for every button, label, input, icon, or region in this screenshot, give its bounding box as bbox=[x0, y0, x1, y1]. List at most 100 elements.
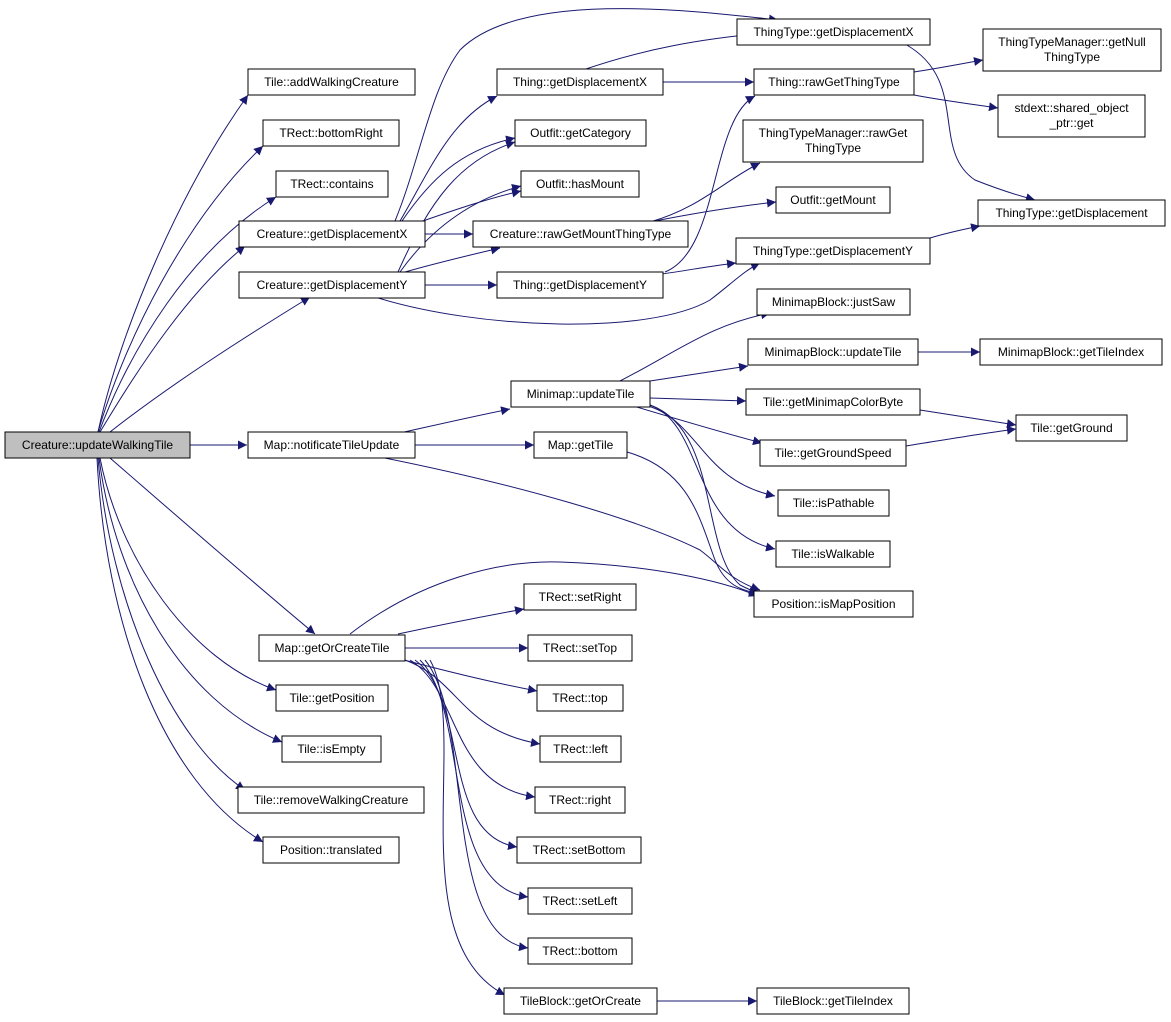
node-outfit-getmount[interactable]: Outfit::getMount bbox=[775, 186, 891, 214]
edge-mmUpdate-pathable bbox=[644, 404, 776, 499]
node-label: Tile::removeWalkingCreature bbox=[254, 793, 409, 807]
node-label: Tile::getMinimapColorByte bbox=[763, 395, 904, 409]
node-label: TRect::setLeft bbox=[543, 894, 618, 908]
node-label: Thing::getDisplacementX bbox=[513, 75, 647, 89]
node-label: Minimap::updateTile bbox=[527, 387, 635, 401]
node-label: TRect::setBottom bbox=[533, 843, 626, 857]
node-label: Tile::isEmpty bbox=[297, 742, 365, 756]
edge-mapGetTile-isMapPos bbox=[626, 451, 761, 597]
node-tile-getposition[interactable]: Tile::getPosition bbox=[275, 684, 389, 712]
node-position-ismapposition[interactable]: Position::isMapPosition bbox=[753, 590, 914, 618]
edge-root-getPosition bbox=[99, 457, 277, 692]
node-outfit-hasmount[interactable]: Outfit::hasMount bbox=[520, 170, 640, 198]
node-thingtype-getdisplacementy[interactable]: ThingType::getDisplacementY bbox=[735, 237, 931, 265]
edge-thingDY-ttDY bbox=[661, 259, 737, 275]
node-trect-top[interactable]: TRect::top bbox=[536, 684, 624, 712]
node-tile-iswalkable[interactable]: Tile::isWalkable bbox=[775, 540, 891, 568]
node-label: Tile::isWalkable bbox=[791, 547, 874, 561]
node-label: MinimapBlock::getTileIndex bbox=[998, 345, 1144, 359]
edge-root-dispX bbox=[99, 245, 246, 433]
node-thing-getdisplacementy[interactable]: Thing::getDisplacementY bbox=[496, 271, 664, 299]
edge-root-addWalkingCreature bbox=[97, 94, 249, 433]
node-creature-getdisplacementx[interactable]: Creature::getDisplacementX bbox=[238, 220, 426, 248]
node-minimapblock-updatetile[interactable]: MinimapBlock::updateTile bbox=[747, 338, 919, 366]
edge-dispY-hasMount bbox=[399, 184, 522, 273]
node-trect-setbottom[interactable]: TRect::setBottom bbox=[516, 836, 642, 864]
node-label: Outfit::getCategory bbox=[530, 126, 631, 140]
node-label: TRect::setTop bbox=[543, 641, 617, 655]
node-position-translated[interactable]: Position::translated bbox=[262, 836, 400, 864]
node-thingtype-getdisplacementx[interactable]: ThingType::getDisplacementX bbox=[736, 18, 931, 46]
node-thing-getdisplacementx[interactable]: Thing::getDisplacementX bbox=[496, 68, 664, 96]
node-map-getorcreatetile[interactable]: Map::getOrCreateTile bbox=[258, 634, 406, 662]
node-label: Outfit::getMount bbox=[790, 193, 876, 207]
node-map-notificatetileupdate[interactable]: Map::notificateTileUpdate bbox=[247, 431, 416, 459]
node-label: Tile::getGroundSpeed bbox=[775, 446, 892, 460]
node-label: Outfit::hasMount bbox=[536, 177, 625, 191]
node-label: TRect::bottom bbox=[542, 944, 617, 958]
node-thingtypemanager-rawgetthingtype[interactable]: ThingTypeManager::rawGet ThingType bbox=[742, 119, 924, 163]
node-label: Tile::addWalkingCreature bbox=[264, 75, 399, 89]
edge-dispY-ttDY bbox=[374, 262, 761, 325]
node-trect-setright[interactable]: TRect::setRight bbox=[523, 583, 637, 611]
node-outfit-getcategory[interactable]: Outfit::getCategory bbox=[514, 119, 647, 147]
node-trect-bottom[interactable]: TRect::bottom bbox=[527, 937, 633, 965]
node-minimap-updatetile[interactable]: Minimap::updateTile bbox=[510, 380, 651, 408]
edge-getOrCreate-setRight bbox=[397, 606, 525, 635]
node-label: ThingType bbox=[1044, 50, 1100, 64]
node-trect-setleft[interactable]: TRect::setLeft bbox=[527, 887, 633, 915]
node-trect-bottomright[interactable]: TRect::bottomRight bbox=[262, 119, 400, 147]
nodes: Creature::updateWalkingTile Tile::addWal… bbox=[4, 18, 1166, 1015]
edge-root-translated bbox=[96, 457, 264, 843]
node-tile-ispathable[interactable]: Tile::isPathable bbox=[777, 489, 890, 517]
node-label: Creature::rawGetMountThingType bbox=[490, 227, 672, 241]
edge-root-bottomRight bbox=[97, 145, 264, 433]
node-label: MinimapBlock::justSaw bbox=[772, 295, 896, 309]
node-tile-removewalkingcreature[interactable]: Tile::removeWalkingCreature bbox=[237, 786, 425, 814]
node-label: ThingTypeManager::getNull bbox=[998, 35, 1145, 49]
node-trect-left[interactable]: TRect::left bbox=[539, 735, 622, 763]
node-trect-right[interactable]: TRect::right bbox=[534, 786, 626, 814]
node-thingtypemanager-getnullthingtype[interactable]: ThingTypeManager::getNull ThingType bbox=[982, 28, 1162, 72]
node-label: Thing::getDisplacementY bbox=[513, 278, 647, 292]
node-tileblock-getorcreate[interactable]: TileBlock::getOrCreate bbox=[503, 987, 658, 1015]
edge-rawGetTT-sharedPtr bbox=[913, 94, 999, 112]
node-trect-contains[interactable]: TRect::contains bbox=[275, 170, 389, 198]
edge-mmUpdate-mbUpdate bbox=[649, 362, 749, 382]
node-stdext-shared-object-ptr-get[interactable]: stdext::shared_object _ptr::get bbox=[997, 94, 1146, 138]
node-label: TRect::setRight bbox=[539, 590, 622, 604]
edge-dispX-ttDX bbox=[394, 8, 779, 222]
node-label: Tile::getGround bbox=[1030, 421, 1112, 435]
node-minimapblock-justsaw[interactable]: MinimapBlock::justSaw bbox=[756, 288, 911, 316]
edge-mmUpdate-groundSpeed bbox=[629, 404, 763, 446]
node-creature-rawgetmountthingtype[interactable]: Creature::rawGetMountThingType bbox=[472, 220, 689, 248]
node-label: ThingTypeManager::rawGet bbox=[759, 126, 908, 140]
edge-getOrCreate-isMapPos bbox=[349, 561, 759, 635]
node-tile-getminimapcolorbyte[interactable]: Tile::getMinimapColorByte bbox=[745, 388, 921, 416]
edge-root-isEmpty bbox=[98, 457, 283, 743]
node-label: ThingType::getDisplacement bbox=[995, 206, 1148, 220]
node-thingtype-getdisplacement[interactable]: ThingType::getDisplacement bbox=[977, 199, 1166, 227]
node-tile-addwalkingcreature[interactable]: Tile::addWalkingCreature bbox=[247, 68, 416, 96]
node-map-gettile[interactable]: Map::getTile bbox=[533, 431, 628, 459]
node-label: Tile::getPosition bbox=[290, 691, 375, 705]
edge-thingDY-rawGetTT bbox=[664, 95, 756, 273]
node-label: Map::notificateTileUpdate bbox=[264, 438, 400, 452]
node-label: MinimapBlock::updateTile bbox=[765, 345, 902, 359]
node-tile-getground[interactable]: Tile::getGround bbox=[1015, 414, 1128, 442]
node-label: TRect::contains bbox=[290, 177, 373, 191]
node-label: Thing::rawGetThingType bbox=[768, 75, 900, 89]
node-tile-getgroundspeed[interactable]: Tile::getGroundSpeed bbox=[759, 439, 907, 467]
edge-rawGetTT-ttmNull bbox=[913, 57, 984, 73]
node-tileblock-gettileindex[interactable]: TileBlock::getTileIndex bbox=[756, 987, 910, 1015]
edge-getOrCreate-left bbox=[404, 659, 541, 747]
node-minimapblock-gettileindex[interactable]: MinimapBlock::getTileIndex bbox=[979, 338, 1163, 366]
edge-dispY-getCat bbox=[397, 140, 516, 273]
node-creature-updatewalkingtile[interactable]: Creature::updateWalkingTile bbox=[4, 431, 191, 459]
node-tile-isempty[interactable]: Tile::isEmpty bbox=[281, 735, 382, 763]
node-trect-settop[interactable]: TRect::setTop bbox=[527, 634, 633, 662]
node-thing-rawgetthingtype[interactable]: Thing::rawGetThingType bbox=[753, 68, 915, 96]
node-creature-getdisplacementy[interactable]: Creature::getDisplacementY bbox=[238, 271, 426, 299]
edge-getOrCreate-setBottom bbox=[414, 659, 518, 851]
edge-getOrCreate-right bbox=[409, 659, 536, 801]
